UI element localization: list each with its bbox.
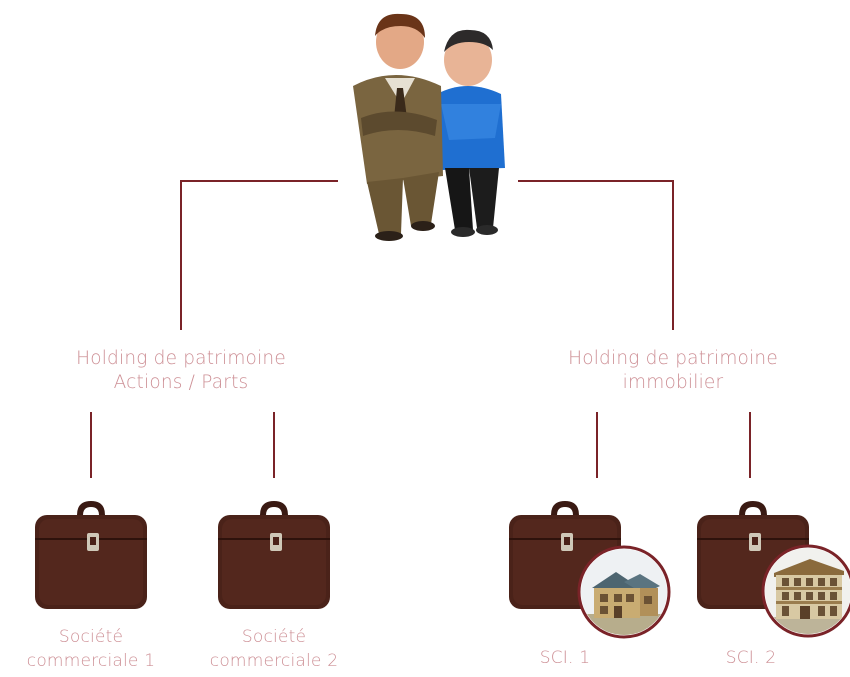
two-owners-photo-icon: [345, 8, 515, 243]
holding-label-actions-parts: Holding de patrimoine Actions / Parts: [46, 347, 316, 395]
connector-root-holding-1: [181, 181, 338, 330]
entity-label-societe-commerciale-2: Société commerciale 2: [184, 625, 364, 673]
holding-label-line: Actions / Parts: [46, 371, 316, 395]
entity-label-line: Société: [184, 625, 364, 649]
connector-root-holding-2: [518, 181, 673, 330]
briefcase-icon: [31, 493, 151, 613]
holding-label-line: Holding de patrimoine: [46, 347, 316, 371]
building-badge-icon: [760, 543, 850, 639]
entity-label-sci-2: SCI. 2: [696, 646, 806, 670]
entity-label-line: SCI. 2: [696, 646, 806, 670]
house-badge-icon: [576, 544, 672, 640]
entity-label-line: SCI. 1: [510, 646, 620, 670]
briefcase-icon: [214, 493, 334, 613]
holding-label-immobilier: Holding de patrimoine immobilier: [538, 347, 808, 395]
entity-label-line: commerciale 2: [184, 649, 364, 673]
entity-label-line: Société: [1, 625, 181, 649]
entity-label-societe-commerciale-1: Société commerciale 1: [1, 625, 181, 673]
holding-label-line: immobilier: [538, 371, 808, 395]
entity-label-sci-1: SCI. 1: [510, 646, 620, 670]
entity-label-line: commerciale 1: [1, 649, 181, 673]
holding-label-line: Holding de patrimoine: [538, 347, 808, 371]
